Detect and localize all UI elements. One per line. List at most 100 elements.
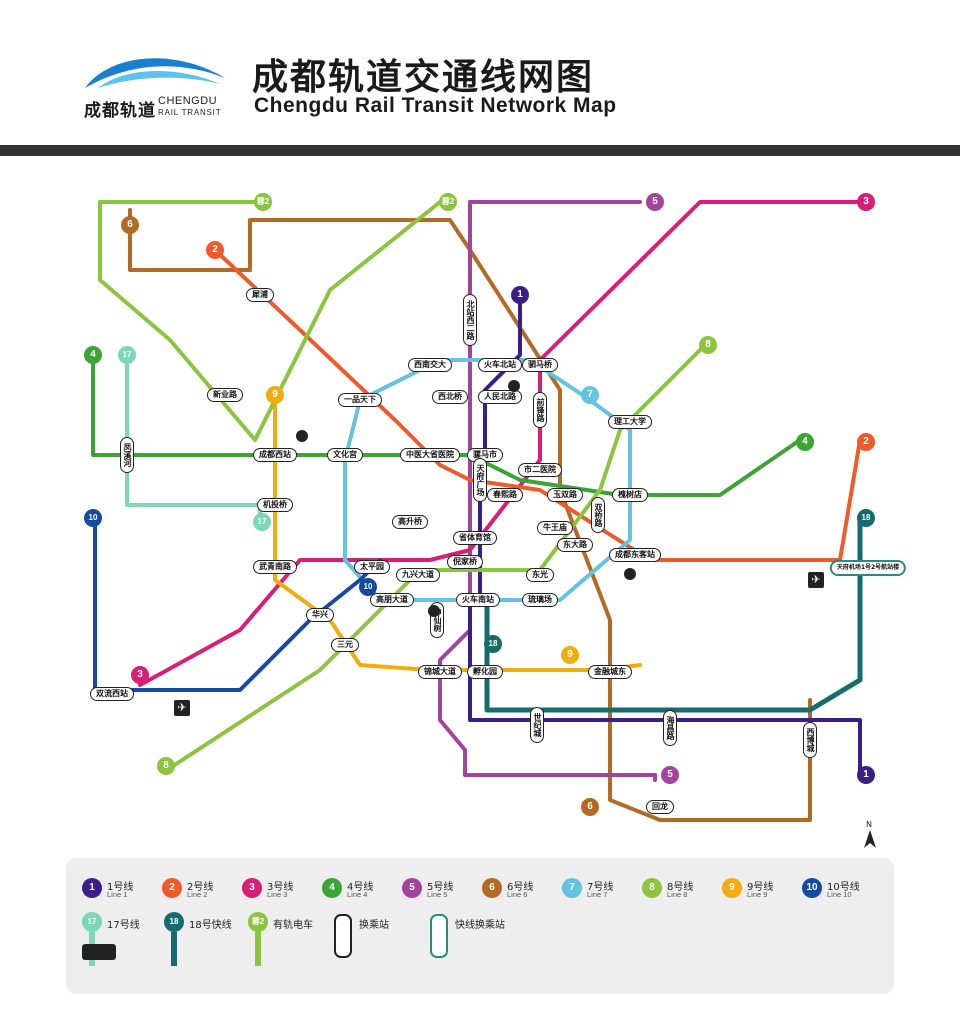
station-wuqing-south[interactable]: 武青南路 <box>253 560 297 574</box>
logo-text-cn: 成都轨道 <box>84 101 156 121</box>
legend-badge: 2 <box>162 878 182 898</box>
station-swjtu[interactable]: 西南交大 <box>408 358 452 372</box>
legend-label-cn: 1号线 <box>107 882 134 893</box>
header: 成都轨道 CHENGDU RAIL TRANSIT 成都轨道交通线网图 Chen… <box>0 0 960 145</box>
airport-icon: ✈ <box>174 700 190 716</box>
station-xibei-bridge[interactable]: 西北桥 <box>432 390 468 404</box>
station-south-railway[interactable]: 火车南站 <box>456 593 500 607</box>
interchange-symbol-icon <box>334 914 352 958</box>
station-qianfeng-road[interactable]: 前锋路 <box>533 392 547 428</box>
legend-label-cn: 10号线 <box>827 882 860 893</box>
station-shuangliu-west[interactable]: 双流西站 <box>90 687 134 701</box>
station-simaqiao[interactable]: 驷马桥 <box>522 358 558 372</box>
legend-label-en: Line 9 <box>747 890 768 899</box>
line-badge-2: 2 <box>857 433 875 451</box>
station-dongguang[interactable]: 东光 <box>526 568 554 582</box>
line-6-path <box>128 208 812 822</box>
line-badge-蓉2: 蓉2 <box>254 193 272 211</box>
logo-text-en: CHENGDU <box>158 95 218 107</box>
legend-label-en: Line 2 <box>187 890 208 899</box>
express-interchange-symbol-icon <box>430 914 448 958</box>
legend-label-en: Line 5 <box>427 890 448 899</box>
station-provincial-stadium[interactable]: 省体育馆 <box>453 531 497 545</box>
station-jitouqiao[interactable]: 机投桥 <box>257 498 293 512</box>
legend-line-sample <box>255 932 261 966</box>
station-chunxi-road[interactable]: 春熙路 <box>487 488 523 502</box>
station-gaopeng-avenue[interactable]: 高朋大道 <box>370 593 414 607</box>
line-badge-1: 1 <box>857 766 875 784</box>
line-badge-3: 3 <box>131 666 149 684</box>
station-north-railway[interactable]: 火车北站 <box>478 358 522 372</box>
legend-label-cn: 8号线 <box>667 882 694 893</box>
station-sanyuan[interactable]: 三元 <box>331 638 359 652</box>
line-17-path <box>125 353 262 522</box>
line-badge-8: 8 <box>699 336 717 354</box>
station-beizhan-xi[interactable]: 北站西二路 <box>463 294 477 346</box>
legend-label-cn: 快线换乘站 <box>455 920 505 931</box>
station-liulichang[interactable]: 琉璃场 <box>522 593 558 607</box>
line-badge-4: 4 <box>84 346 102 364</box>
railway-station-icon <box>296 430 308 442</box>
legend-badge: 7 <box>562 878 582 898</box>
station-second-hospital[interactable]: 市二医院 <box>518 463 562 477</box>
line-badge-10: 10 <box>359 578 377 596</box>
station-huaxing[interactable]: 华兴 <box>306 608 334 622</box>
station-xinye-road[interactable]: 新业路 <box>207 388 243 402</box>
line-badge-18: 18 <box>484 635 502 653</box>
station-culture-palace[interactable]: 文化宫 <box>327 448 363 462</box>
station-niuwangmiao[interactable]: 牛王庙 <box>537 521 573 535</box>
railway-station-icon <box>624 568 636 580</box>
legend-label-cn: 2号线 <box>187 882 214 893</box>
legend-badge: 蓉2 <box>248 912 268 932</box>
legend-badge: 5 <box>402 878 422 898</box>
station-yipin-tianxia[interactable]: 一品天下 <box>338 393 382 407</box>
station-jiuxing-avenue[interactable]: 九兴大道 <box>396 568 440 582</box>
station-chengdu-east[interactable]: 成都东客站 <box>609 548 661 562</box>
legend-label-en: Line 8 <box>667 890 688 899</box>
station-chengdu-west[interactable]: 成都西站 <box>253 448 297 462</box>
legend-label-en: Line 10 <box>827 890 852 899</box>
line-18-path <box>484 517 863 713</box>
station-finance-city-east[interactable]: 金融城东 <box>588 665 632 679</box>
line-3-path <box>138 200 862 687</box>
station-fengxihe[interactable]: 凤溪河 <box>120 437 134 473</box>
legend-badge: 8 <box>642 878 662 898</box>
station-shuangqiao-road[interactable]: 双桥路 <box>591 497 605 533</box>
station-nijiaqiao[interactable]: 倪家桥 <box>447 555 483 569</box>
station-renmin-north[interactable]: 人民北路 <box>478 390 522 404</box>
line-badge-5: 5 <box>661 766 679 784</box>
legend-badge: 9 <box>722 878 742 898</box>
station-century-city[interactable]: 世纪城 <box>530 707 544 743</box>
line-badge-1: 1 <box>511 286 529 304</box>
station-xipu[interactable]: 犀浦 <box>246 288 274 302</box>
legend-label-cn: 9号线 <box>747 882 774 893</box>
station-haichang-road[interactable]: 海昌路 <box>663 710 677 746</box>
station-gaoshengqiao[interactable]: 高升桥 <box>392 515 428 529</box>
line-badge-4: 4 <box>796 433 814 451</box>
station-taipingyuan[interactable]: 太平园 <box>354 560 390 574</box>
logo-text-en-sub: RAIL TRANSIT <box>158 108 222 117</box>
header-divider <box>0 145 960 156</box>
station-dongda-road[interactable]: 东大路 <box>557 538 593 552</box>
station-yushuang-road[interactable]: 玉双路 <box>547 488 583 502</box>
station-cdut[interactable]: 理工大学 <box>608 415 652 429</box>
station-huaishudian[interactable]: 槐树店 <box>612 488 648 502</box>
station-tianfu-square[interactable]: 天府广场 <box>473 458 487 502</box>
legend-label-cn: 7号线 <box>587 882 614 893</box>
station-tcm-hospital[interactable]: 中医大省医院 <box>400 448 460 462</box>
page-title: 成都轨道交通线网图 <box>252 57 595 98</box>
railway-station-icon <box>428 605 440 617</box>
line-badge-9: 9 <box>266 386 284 404</box>
station-tianfu-airport[interactable]: 天府机场1号2号航站楼 <box>829 560 907 576</box>
line-badge-10: 10 <box>84 509 102 527</box>
line-badge-17: 17 <box>118 346 136 364</box>
station-xibocheng[interactable]: 西博城 <box>803 722 817 758</box>
legend-label-cn: 17号线 <box>107 920 140 931</box>
station-fuhuayuan[interactable]: 孵化园 <box>467 665 503 679</box>
station-jincheng-avenue[interactable]: 锦城大道 <box>418 665 462 679</box>
page-subtitle: Chengdu Rail Transit Network Map <box>254 94 617 117</box>
legend-label-cn: 3号线 <box>267 882 294 893</box>
station-huilong[interactable]: 回龙 <box>646 800 674 814</box>
